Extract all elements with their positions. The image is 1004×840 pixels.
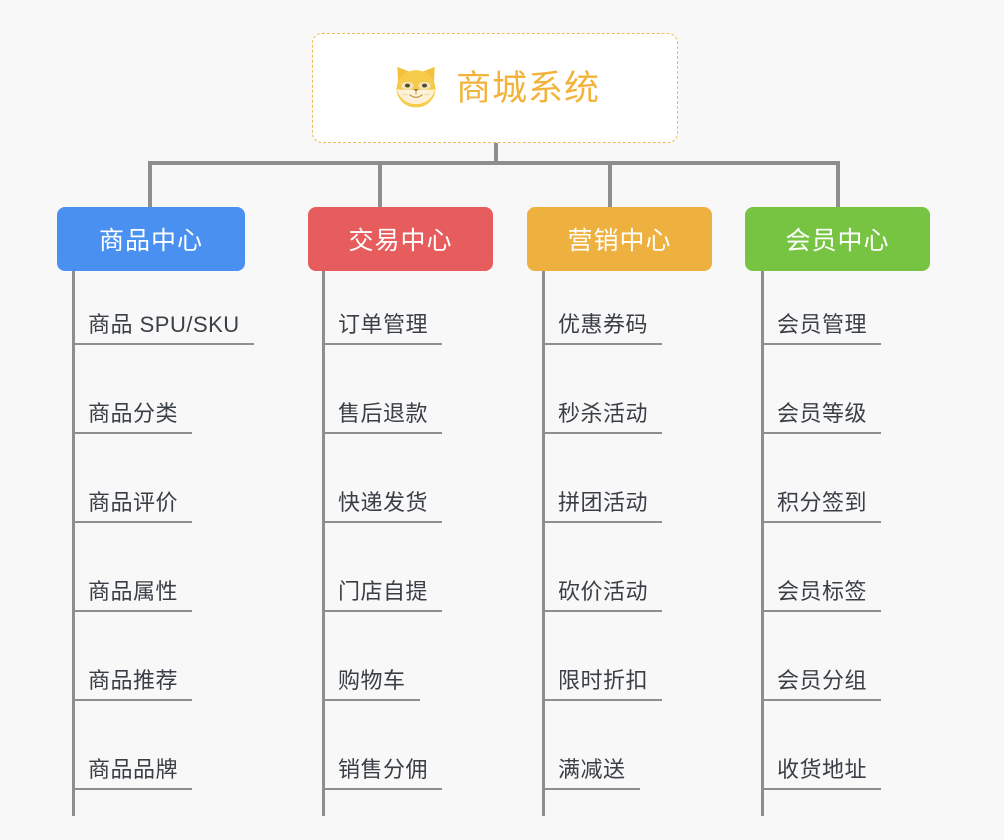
connector-drop-3: [608, 161, 612, 207]
leaf-label: 销售分佣: [322, 758, 443, 790]
leaf-item[interactable]: 商品品牌: [72, 745, 193, 790]
leaf-item[interactable]: 会员分组: [761, 656, 882, 701]
column-spine-product-center: [72, 271, 75, 816]
leaf-item[interactable]: 会员管理: [761, 300, 882, 345]
leaf-item[interactable]: 订单管理: [322, 300, 443, 345]
category-title: 商品中心: [98, 227, 203, 255]
leaf-item[interactable]: 购物车: [322, 656, 420, 701]
leaf-item[interactable]: 满减送: [542, 745, 640, 790]
leaf-label: 限时折扣: [542, 669, 663, 701]
leaf-item[interactable]: 商品推荐: [72, 656, 193, 701]
category-box-trade-center[interactable]: 交易中心: [308, 207, 493, 271]
leaf-item[interactable]: 销售分佣: [322, 745, 443, 790]
column-spine-marketing-center: [542, 271, 545, 816]
leaf-item[interactable]: 门店自提: [322, 567, 443, 612]
leaf-label: 商品评价: [72, 491, 193, 523]
connector-horizontal-bus: [148, 161, 840, 165]
leaf-item[interactable]: 积分签到: [761, 478, 882, 523]
connector-drop-2: [378, 161, 382, 207]
leaf-item[interactable]: 商品分类: [72, 389, 193, 434]
leaf-label: 订单管理: [322, 313, 443, 345]
leaf-item[interactable]: 限时折扣: [542, 656, 663, 701]
leaf-item[interactable]: 会员标签: [761, 567, 882, 612]
column-spine-member-center: [761, 271, 764, 816]
leaf-item[interactable]: 收货地址: [761, 745, 882, 790]
leaf-item[interactable]: 快递发货: [322, 478, 443, 523]
leaf-item[interactable]: 优惠券码: [542, 300, 663, 345]
leaf-item[interactable]: 秒杀活动: [542, 389, 663, 434]
leaf-label: 会员分组: [761, 669, 882, 701]
root-title: 商城系统: [455, 68, 600, 108]
category-title: 会员中心: [785, 227, 890, 255]
leaf-label: 拼团活动: [542, 491, 663, 523]
leaf-item[interactable]: 商品 SPU/SKU: [72, 300, 254, 345]
leaf-label: 会员标签: [761, 580, 882, 612]
category-title: 交易中心: [348, 227, 453, 255]
leaf-label: 商品推荐: [72, 669, 193, 701]
connector-drop-4: [836, 161, 840, 207]
category-box-product-center[interactable]: 商品中心: [57, 207, 245, 271]
leaf-label: 满减送: [542, 758, 640, 790]
column-spine-trade-center: [322, 271, 325, 816]
leaf-label: 砍价活动: [542, 580, 663, 612]
leaf-label: 商品分类: [72, 402, 193, 434]
leaf-item[interactable]: 砍价活动: [542, 567, 663, 612]
leaf-label: 商品品牌: [72, 758, 193, 790]
category-title: 营销中心: [567, 227, 672, 255]
leaf-item[interactable]: 商品评价: [72, 478, 193, 523]
connector-drop-1: [148, 161, 152, 207]
leaf-label: 快递发货: [322, 491, 443, 523]
leaf-label: 收货地址: [761, 758, 882, 790]
leaf-item[interactable]: 售后退款: [322, 389, 443, 434]
leaf-label: 门店自提: [322, 580, 443, 612]
leaf-label: 售后退款: [322, 402, 443, 434]
leaf-label: 商品属性: [72, 580, 193, 612]
shiba-dog-icon: [390, 62, 442, 114]
leaf-label: 购物车: [322, 669, 420, 701]
leaf-label: 会员管理: [761, 313, 882, 345]
connector-root-stem: [494, 143, 498, 165]
leaf-item[interactable]: 拼团活动: [542, 478, 663, 523]
leaf-label: 优惠券码: [542, 313, 663, 345]
category-box-marketing-center[interactable]: 营销中心: [527, 207, 712, 271]
leaf-label: 积分签到: [761, 491, 882, 523]
category-box-member-center[interactable]: 会员中心: [745, 207, 930, 271]
root-node[interactable]: 商城系统: [312, 33, 678, 143]
leaf-label: 商品 SPU/SKU: [72, 313, 254, 345]
leaf-label: 会员等级: [761, 402, 882, 434]
leaf-label: 秒杀活动: [542, 402, 663, 434]
leaf-item[interactable]: 商品属性: [72, 567, 193, 612]
leaf-item[interactable]: 会员等级: [761, 389, 882, 434]
